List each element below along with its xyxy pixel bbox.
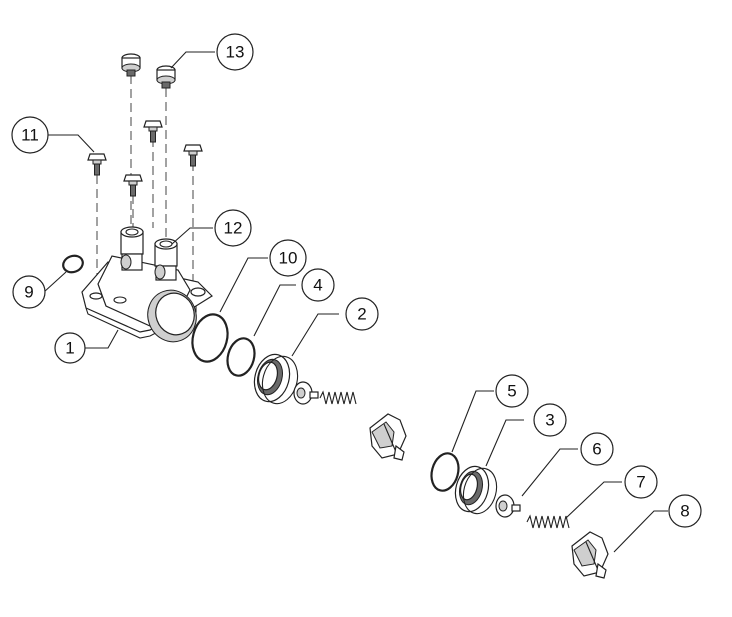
callout-3-number: 3: [545, 411, 554, 430]
callout-13: 13: [216, 33, 254, 71]
callout-11-number: 11: [21, 126, 39, 145]
part-7-spring: [526, 514, 570, 529]
part-13-flange-bolt-right: [156, 65, 176, 89]
part-11-screw-b: [143, 120, 163, 143]
callout-9: 9: [12, 275, 46, 309]
callout-6-number: 6: [592, 440, 601, 459]
callout-10: 10: [269, 239, 307, 277]
callout-2-number: 2: [357, 305, 366, 324]
part-8-valve-cage: [571, 531, 609, 579]
callout-5: 5: [495, 374, 529, 408]
part-11-screw-c: [183, 144, 203, 167]
callout-3: 3: [533, 403, 567, 437]
part-5-o-ring: [430, 452, 460, 492]
part-6-valve-disc: [495, 494, 521, 518]
callout-8: 8: [668, 494, 702, 528]
part-4-o-ring: [226, 337, 256, 377]
spring-upper: [319, 390, 357, 405]
callout-5-number: 5: [507, 382, 516, 401]
callout-4: 4: [301, 268, 335, 302]
part-11-screw-a: [87, 153, 107, 176]
part-13-flange-bolt-left: [121, 53, 141, 77]
leader-lines: [43, 51, 668, 553]
callout-10-number: 10: [279, 249, 298, 268]
callout-1-number: 1: [65, 339, 74, 358]
part-1-manifold-body: [81, 226, 213, 343]
valve-cage-upper: [369, 413, 407, 461]
valve-disc-upper: [293, 381, 319, 405]
callout-11: 11: [11, 116, 49, 154]
callout-9-number: 9: [24, 283, 33, 302]
part-2-valve-seat: [253, 353, 299, 405]
callout-6: 6: [580, 432, 614, 466]
callout-2: 2: [345, 297, 379, 331]
callout-4-number: 4: [313, 276, 322, 295]
part-9-small-o-ring: [62, 254, 84, 274]
part-3-valve-seat: [454, 465, 498, 515]
callout-13-number: 13: [226, 43, 245, 62]
part-10-large-o-ring: [191, 313, 229, 363]
callout-12-number: 12: [224, 219, 243, 238]
callout-8-number: 8: [680, 502, 689, 521]
callout-7: 7: [624, 465, 658, 499]
callout-1: 1: [54, 332, 86, 364]
callout-12: 12: [214, 209, 252, 247]
callout-7-number: 7: [636, 473, 645, 492]
part-11-screw-d: [123, 174, 143, 197]
